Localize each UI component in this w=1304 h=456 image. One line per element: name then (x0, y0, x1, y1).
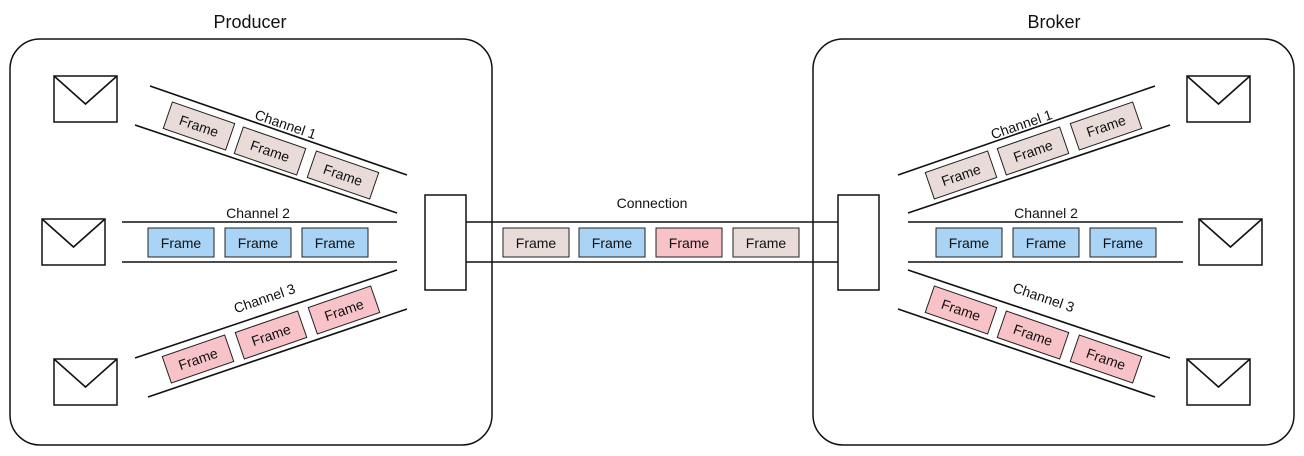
broker-box (812, 38, 1295, 446)
frame: Frame (306, 150, 380, 200)
frame: Frame (996, 310, 1070, 360)
broker-channel-1: Channel 1 Frame Frame Frame (897, 85, 1171, 214)
frame: Frame (732, 227, 800, 258)
svg-text:Frame: Frame (161, 235, 202, 251)
envelope-icon (41, 218, 106, 266)
frame: Frame (301, 227, 369, 258)
channel-label: Channel 2 (1014, 205, 1078, 221)
svg-text:Frame: Frame (238, 235, 279, 251)
frame: Frame (234, 310, 308, 360)
frame: Frame (578, 227, 646, 258)
frame: Frame (1069, 101, 1143, 151)
frame: Frame (935, 227, 1003, 258)
broker-channel-3: Channel 3 Frame Frame Frame (897, 269, 1171, 398)
svg-text:Frame: Frame (669, 235, 710, 251)
connection-label: Connection (617, 195, 688, 211)
svg-text:Frame: Frame (315, 235, 356, 251)
producer-connector (424, 194, 467, 291)
frame: Frame (1069, 334, 1143, 384)
envelope-icon (1186, 358, 1251, 406)
connection: Connection Frame Frame Frame Frame (466, 195, 838, 263)
frame: Frame (924, 285, 998, 335)
channel-label: Channel 3 (1011, 279, 1077, 315)
broker-title: Broker (1027, 12, 1080, 32)
frame: Frame (1012, 227, 1080, 258)
producer-title: Producer (213, 12, 286, 32)
frame: Frame (147, 227, 215, 258)
producer-channel-2: Channel 2 Frame Frame Frame (122, 205, 397, 263)
producer-box (9, 38, 493, 446)
frame: Frame (307, 285, 381, 335)
frame: Frame (233, 126, 307, 176)
svg-text:Frame: Frame (949, 235, 990, 251)
producer-channel-1: Channel 1 Frame Frame Frame (134, 85, 408, 214)
frame: Frame (655, 227, 723, 258)
svg-text:Frame: Frame (592, 235, 633, 251)
channel-label: Channel 2 (226, 205, 290, 221)
envelope-icon (1186, 75, 1251, 123)
producer-channel-3: Channel 3 Frame Frame Frame (134, 269, 408, 398)
frame: Frame (161, 334, 235, 384)
svg-text:Frame: Frame (516, 235, 557, 251)
svg-text:Frame: Frame (1103, 235, 1144, 251)
frame: Frame (224, 227, 292, 258)
frame: Frame (1089, 227, 1157, 258)
frame: Frame (924, 150, 998, 200)
frame: Frame (502, 227, 570, 258)
envelope-icon (53, 75, 118, 123)
channel-label: Channel 3 (232, 280, 298, 316)
broker-connector (837, 194, 880, 291)
svg-text:Frame: Frame (1026, 235, 1067, 251)
svg-text:Frame: Frame (746, 235, 787, 251)
broker-channel-2: Channel 2 Frame Frame Frame (908, 205, 1183, 263)
frame: Frame (996, 126, 1070, 176)
envelope-icon (53, 358, 118, 406)
frame: Frame (162, 101, 236, 151)
envelope-icon (1198, 218, 1263, 266)
